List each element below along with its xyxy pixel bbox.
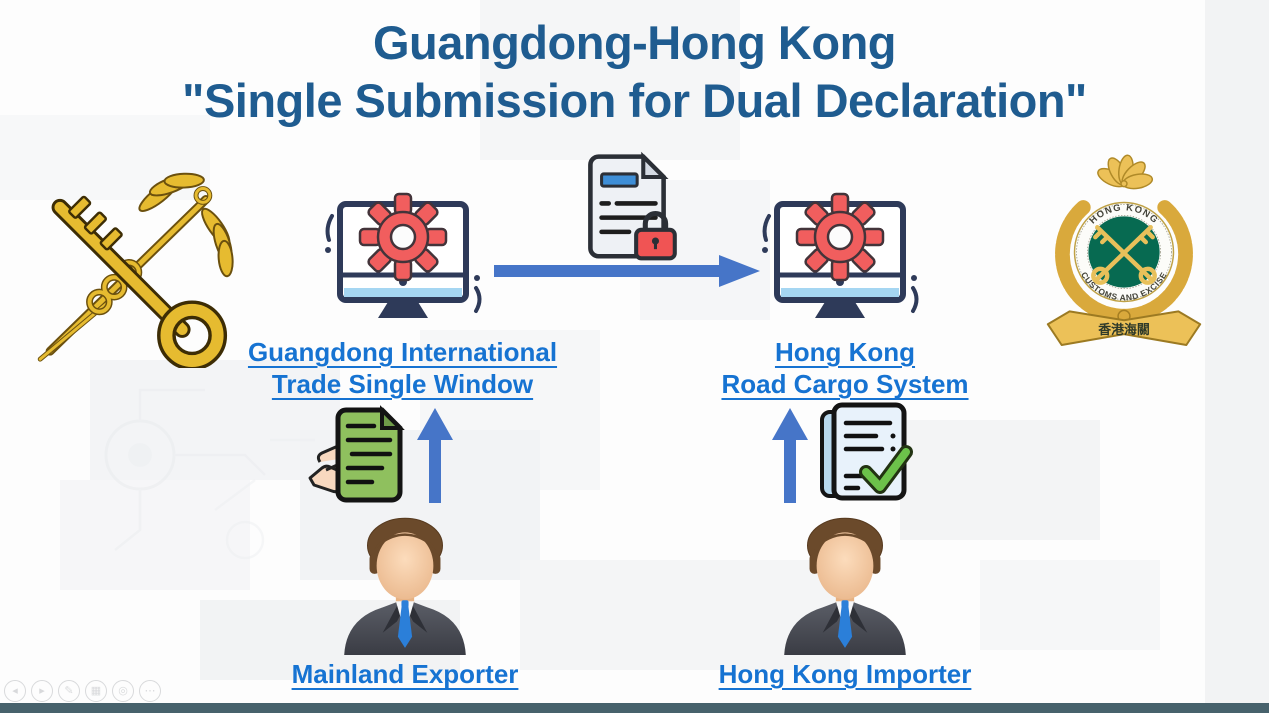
arrow-up-icon-importer: [772, 408, 808, 503]
slide-overview-icon[interactable]: ▦: [85, 680, 107, 702]
document-lock-icon: [588, 151, 677, 261]
more-options-icon[interactable]: ⋯: [139, 680, 161, 702]
hongkong-system-link[interactable]: Hong Kong Road Cargo System: [655, 336, 1035, 400]
mainland-exporter-label: Mainland Exporter: [291, 659, 519, 689]
guangdong-system-label-line1[interactable]: Guangdong International: [247, 337, 558, 367]
china-customs-emblem: [37, 172, 234, 368]
pen-tool-icon[interactable]: ✎: [58, 680, 80, 702]
hong-kong-customs-emblem: HONG KONG CUSTOMS AND EXCISE 香港海關: [1046, 154, 1202, 346]
monitor-gear-icon-hongkong: [755, 190, 925, 340]
businessman-icon-importer: [762, 503, 928, 655]
hong-kong-importer-label: Hong Kong Importer: [718, 659, 972, 689]
slide-title-line1: Guangdong-Hong Kong: [372, 16, 897, 69]
zoom-tool-icon[interactable]: ◎: [112, 680, 134, 702]
slide-title: Guangdong-Hong Kong "Single Submission f…: [0, 14, 1269, 130]
arrow-up-icon-exporter: [417, 408, 453, 503]
businessman-icon-exporter: [322, 503, 488, 655]
guangdong-system-link[interactable]: Guangdong International Trade Single Win…: [205, 336, 600, 400]
monitor-gear-icon-guangdong: [318, 190, 488, 340]
prev-slide-icon[interactable]: ◂: [4, 680, 26, 702]
arrow-right-icon: [494, 255, 760, 287]
guangdong-system-label-line2[interactable]: Trade Single Window: [271, 369, 534, 399]
document-hand-icon: [308, 405, 405, 503]
hongkong-system-label-line1[interactable]: Hong Kong: [774, 337, 916, 367]
presenter-controls: ◂ ▸ ✎ ▦ ◎ ⋯: [4, 680, 161, 702]
circuit-pattern: [104, 388, 315, 560]
hongkong-system-label-line2[interactable]: Road Cargo System: [721, 369, 969, 399]
next-slide-icon[interactable]: ▸: [31, 680, 53, 702]
bottom-edge-bar: [0, 703, 1269, 713]
document-check-icon: [820, 402, 913, 501]
slide-title-line2: "Single Submission for Dual Declaration": [182, 74, 1087, 127]
hk-emblem-ribbon-text: 香港海關: [1097, 322, 1150, 338]
